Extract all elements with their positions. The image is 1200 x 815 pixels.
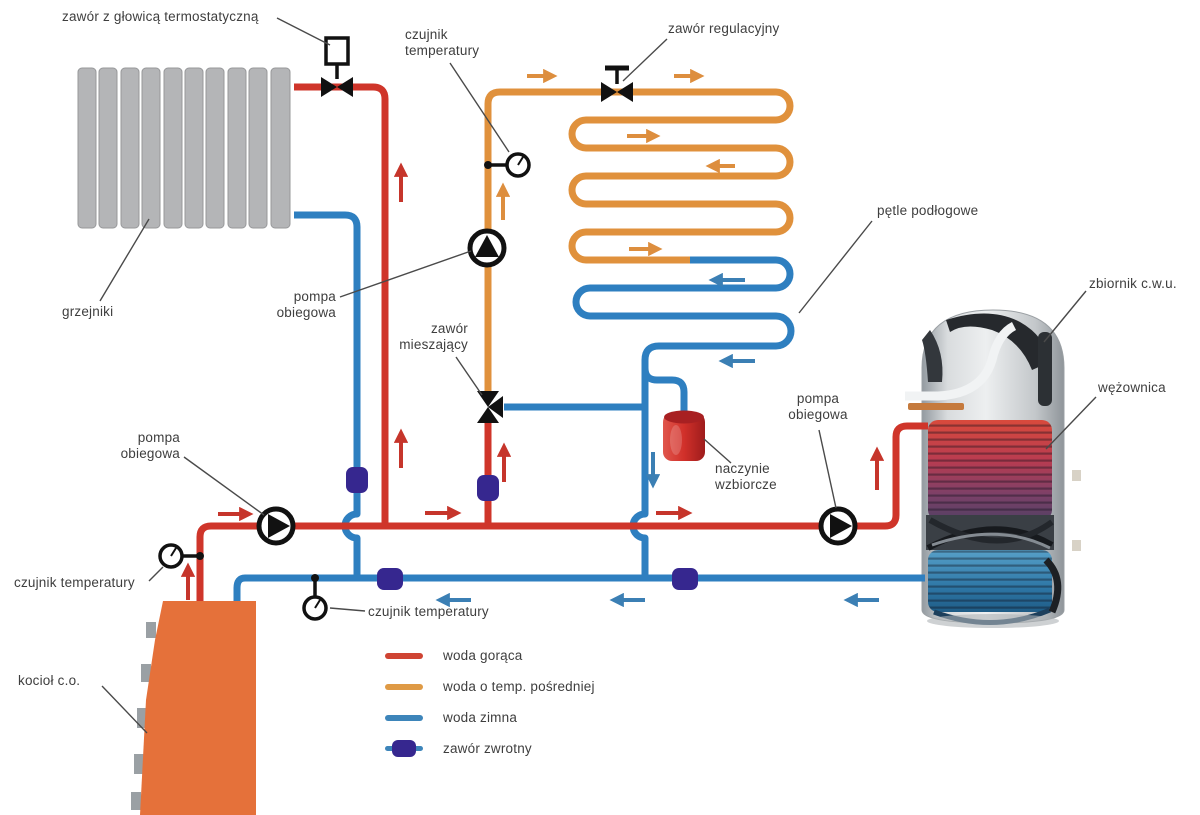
label-floor-loops: pętle podłogowe (877, 203, 979, 218)
medium-flow-arrows (495, 68, 735, 257)
cold-water-pipes (233, 211, 925, 614)
label-temp-sensor-left: czujnik temperatury (14, 575, 135, 590)
legend: woda gorąca woda o temp. pośredniej woda… (385, 640, 595, 764)
check-valve-icon (392, 740, 416, 757)
temperature-sensor-icon-top (484, 152, 531, 178)
radiator-supply-pipe (294, 83, 389, 523)
label-radiators: grzejniki (62, 304, 114, 319)
legend-label: woda zimna (443, 710, 518, 725)
expansion-vessel-branch (641, 367, 688, 414)
check-valve-icon (672, 568, 698, 590)
hot-water-pipes (196, 83, 928, 614)
legend-label: woda gorąca (443, 648, 523, 663)
label-pump-left: pompa obiegowa (120, 430, 180, 461)
check-valve-icon (477, 475, 499, 501)
legend-swatch-check-valve-line (385, 740, 423, 757)
check-valve-icon (346, 467, 368, 493)
legend-item-check-valve: zawór zwrotny (385, 733, 595, 764)
label-temp-sensor-bottom: czujnik temperatury (368, 604, 489, 619)
cold-flow-arrows (435, 272, 879, 608)
leader-lines (99, 17, 1097, 734)
check-valve-icon (377, 568, 403, 590)
legend-item-hot-water: woda gorąca (385, 640, 595, 671)
radiator (77, 67, 291, 229)
radiator-return-pipe (294, 211, 361, 578)
circulation-pump-left (256, 506, 296, 546)
floor-loop-supply-pipe (484, 88, 794, 398)
regulating-valve-icon (601, 65, 633, 102)
label-thermostatic-valve: zawór z głowicą termostatyczną (62, 9, 259, 24)
label-mixing-valve: zawór mieszający (399, 321, 468, 352)
label-regulating-valve: zawór regulacyjny (668, 21, 780, 36)
label-expansion-vessel: naczynie wzbiorcze (715, 461, 777, 492)
circulation-pump-middle (467, 228, 507, 268)
temperature-sensor-icon-left (158, 543, 204, 569)
boiler-supply-main (196, 422, 928, 614)
thermostatic-valve-icon (321, 36, 353, 97)
medium-temp-pipes (484, 88, 794, 398)
temperature-sensor-icon-bottom (302, 574, 328, 621)
label-pump-middle: pompa obiegowa (276, 289, 336, 320)
legend-item-medium-water: woda o temp. pośredniej (385, 671, 595, 702)
legend-swatch-hot-water (385, 652, 423, 659)
circulation-pump-right (818, 506, 858, 546)
hot-flow-arrows (180, 162, 885, 600)
label-dhw-tank: zbiornik c.w.u. (1089, 276, 1177, 291)
boiler (131, 601, 256, 815)
label-pump-right: pompa obiegowa (788, 391, 848, 422)
legend-label: zawór zwrotny (443, 741, 532, 756)
check-valves (346, 467, 698, 590)
legend-item-cold-water: woda zimna (385, 702, 595, 733)
label-coil: wężownica (1098, 380, 1166, 395)
label-temp-sensor-top: czujnik temperatury (405, 27, 480, 58)
label-boiler: kocioł c.o. (18, 673, 81, 688)
legend-swatch-medium-water (385, 683, 423, 690)
mixing-valve-icon (477, 391, 503, 423)
floor-loop-return-pipe (572, 256, 795, 578)
legend-label: woda o temp. pośredniej (443, 679, 595, 694)
dhw-tank (905, 309, 1081, 628)
boiler-return-pipe (233, 574, 925, 614)
expansion-vessel (663, 410, 705, 461)
legend-swatch-cold-water (385, 714, 423, 721)
